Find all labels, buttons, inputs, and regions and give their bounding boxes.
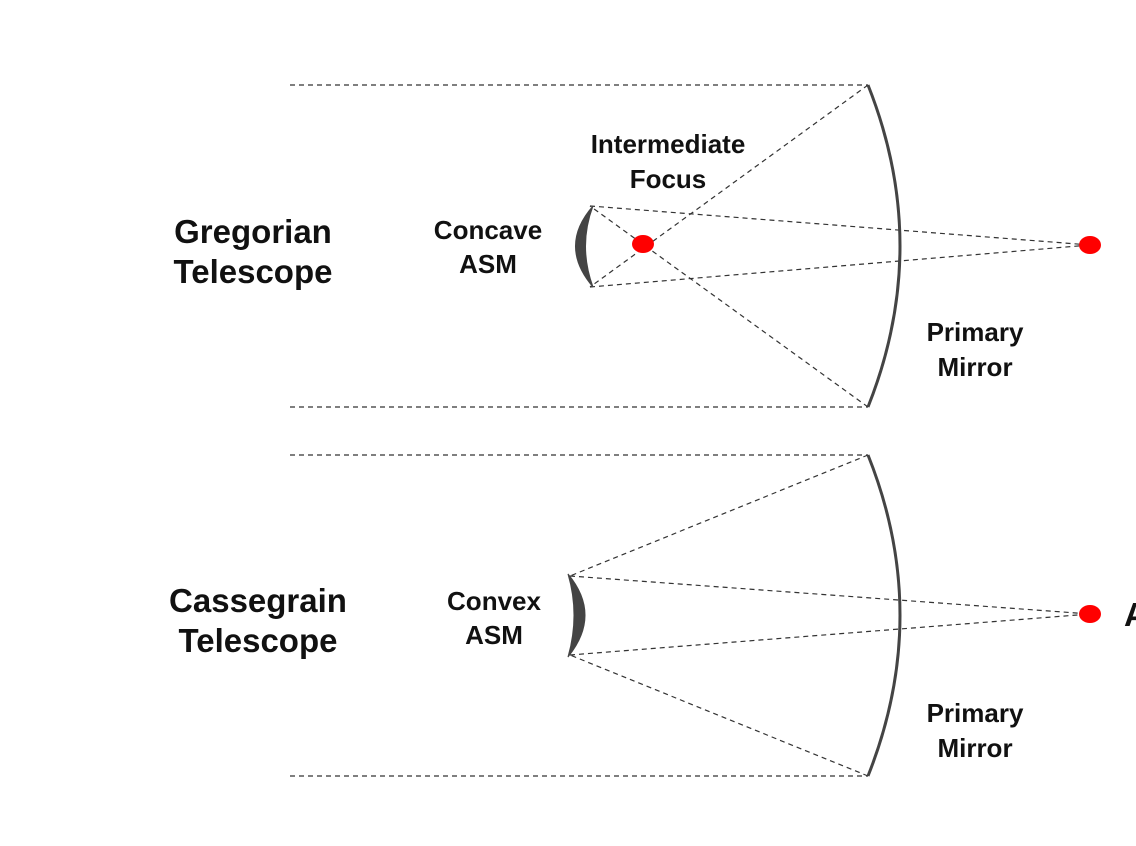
gregorian-intermediate-focus-dot [632, 235, 654, 253]
cassegrain-convex-secondary-mirror [567, 573, 586, 658]
gregorian-return-ray-upper [589, 205, 1091, 246]
gregorian-title-line1: Gregorian [174, 213, 332, 250]
cassegrain-secondary-label-line2: ASM [465, 620, 523, 650]
gregorian-secondary-label-line2: ASM [459, 249, 517, 279]
gregorian-cross-ray-lower [589, 205, 869, 408]
cassegrain-focus-label: A [1124, 596, 1136, 633]
cassegrain-secondary-label-line1: Convex [447, 586, 541, 616]
gregorian-primary-mirror [866, 84, 902, 408]
cassegrain-diagram: Cassegrain Telescope Convex ASM Primary … [169, 454, 1136, 777]
gregorian-primary-label-line1: Primary [927, 317, 1024, 347]
gregorian-concave-secondary-mirror [575, 205, 594, 288]
cassegrain-converge-ray-lower [569, 654, 869, 777]
intermediate-focus-label-line2: Focus [630, 164, 707, 194]
cassegrain-primary-label-line2: Mirror [937, 733, 1012, 763]
cassegrain-title-line1: Cassegrain [169, 582, 347, 619]
cassegrain-return-ray-lower [569, 613, 1091, 656]
cassegrain-converge-ray-upper [569, 454, 869, 577]
cassegrain-primary-mirror [866, 454, 902, 777]
intermediate-focus-label-line1: Intermediate [591, 129, 746, 159]
cassegrain-return-ray-upper [569, 575, 1091, 615]
gregorian-diagram: Gregorian Telescope Concave ASM Intermed… [174, 84, 1101, 408]
gregorian-final-focus-dot [1079, 236, 1101, 254]
gregorian-primary-label-line2: Mirror [937, 352, 1012, 382]
gregorian-cross-ray-upper [589, 84, 869, 288]
cassegrain-final-focus-dot [1079, 605, 1101, 623]
gregorian-secondary-label-line1: Concave [434, 215, 542, 245]
cassegrain-primary-label-line1: Primary [927, 698, 1024, 728]
gregorian-title-line2: Telescope [174, 253, 333, 290]
cassegrain-title-line2: Telescope [179, 622, 338, 659]
gregorian-return-ray-lower [589, 244, 1091, 288]
